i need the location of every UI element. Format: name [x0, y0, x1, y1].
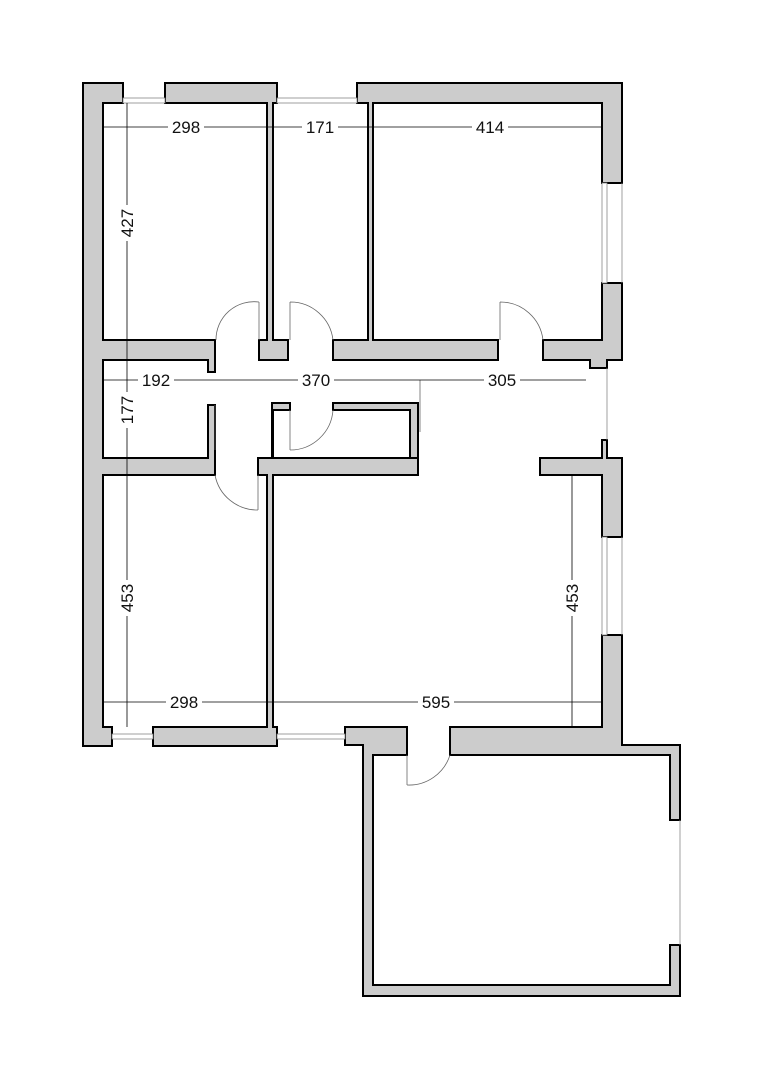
dimension-lines: [103, 103, 602, 727]
closet-outline: [152, 457, 419, 747]
door-swing: [214, 474, 259, 511]
window: [111, 733, 154, 740]
left-outer-wall: [82, 82, 216, 747]
dim-hall-height: 177: [118, 396, 137, 424]
right-wall-upper: [542, 282, 623, 369]
window: [276, 97, 358, 104]
door-swing: [406, 754, 451, 786]
dim-hall-right-width: 305: [488, 371, 516, 390]
balcony-wall: [344, 726, 681, 997]
dim-room2-width: 171: [306, 118, 334, 137]
right-wall-middle: [539, 439, 623, 538]
right-wall-lower: [449, 634, 681, 821]
window: [601, 536, 608, 636]
window: [601, 182, 608, 284]
door-swing: [289, 409, 334, 451]
dim-room1-height: 427: [118, 209, 137, 237]
door-swing: [499, 301, 544, 341]
dim-hall-mid-width: 370: [302, 371, 330, 390]
dimension-labels: 298 171 414 427 192 370 305 177 453 298 …: [118, 117, 582, 712]
dim-room4-height: 453: [118, 584, 137, 612]
window: [276, 733, 346, 740]
door-swing: [215, 301, 260, 341]
dim-room3-width: 414: [476, 118, 504, 137]
dim-room4-width: 298: [170, 693, 198, 712]
dim-living-width: 595: [422, 693, 450, 712]
walls: [82, 82, 681, 997]
top-wall-right: [332, 82, 623, 361]
window: [122, 97, 166, 104]
dim-living-height: 453: [563, 584, 582, 612]
door-swing: [289, 301, 334, 341]
windows: [111, 97, 681, 945]
dim-room1-width: 298: [172, 118, 200, 137]
dim-hall-left-width: 192: [142, 371, 170, 390]
doors: [214, 301, 544, 786]
